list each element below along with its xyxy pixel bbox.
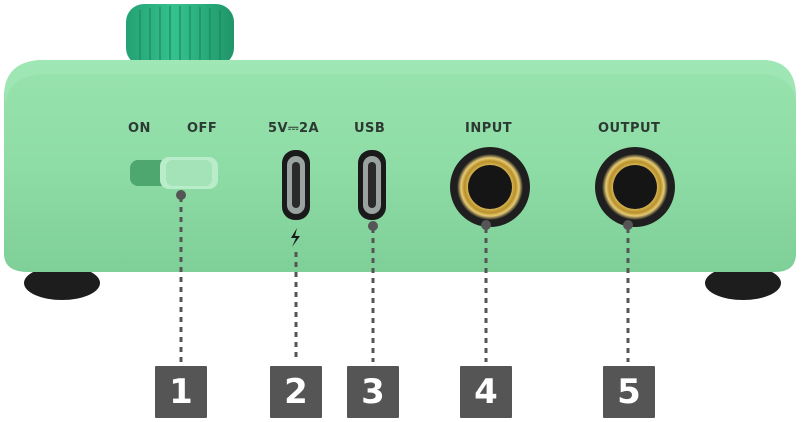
power-port-label: 5V⎓2A: [268, 121, 320, 136]
right-foot: [705, 266, 781, 300]
output-jack-label: OUTPUT: [598, 121, 661, 136]
input-jack-label: INPUT: [465, 121, 513, 136]
output-jack: [595, 147, 675, 227]
callout-badge-1: 1: [155, 366, 207, 418]
callout-badge-5: 5: [603, 366, 655, 418]
usb-port-label: USB: [354, 121, 386, 136]
usb-c-data-port: [358, 150, 386, 220]
power-switch: [130, 157, 218, 189]
leader-dot-1: [176, 190, 186, 200]
device-body: [4, 60, 796, 272]
off-label: OFF: [187, 121, 218, 136]
lightning-bolt-icon: [291, 228, 300, 247]
callout-badge-4: 4: [460, 366, 512, 418]
on-label: ON: [128, 121, 151, 136]
usb-c-power-port: [282, 150, 310, 220]
leader-dot-4: [481, 220, 491, 230]
knob: [126, 4, 234, 66]
leader-dot-3: [368, 221, 378, 231]
input-jack: [450, 147, 530, 227]
leader-dot-5: [623, 220, 633, 230]
callout-badge-3: 3: [347, 366, 399, 418]
left-foot: [24, 266, 100, 300]
callout-badge-2: 2: [270, 366, 322, 418]
